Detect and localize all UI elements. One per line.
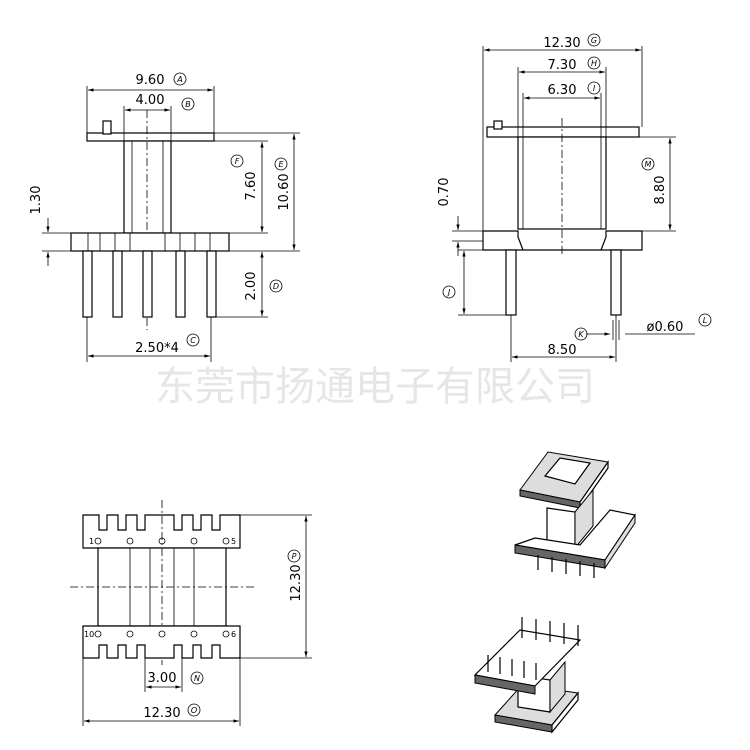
tag-I: I [593, 84, 596, 93]
front-pin-5 [206, 250, 217, 318]
pin-hole-7 [190, 630, 198, 638]
pin-hole-6 [222, 630, 230, 638]
dim-O-label: 12.30 [143, 706, 180, 721]
side-pin-right [610, 249, 622, 316]
dim-H-label: 7.30 [548, 58, 577, 73]
dim-C-label: 2.50*4 [135, 341, 179, 356]
front-pin-nub [102, 120, 112, 135]
pin-hole-5 [222, 537, 230, 545]
bottom-bottom-flange [82, 625, 241, 659]
dim-E-label: 10.60 [277, 173, 292, 210]
tag-N: N [194, 674, 200, 683]
dim-K-label: 8.50 [548, 343, 577, 358]
front-bobbin-core [123, 140, 172, 234]
tag-K: K [578, 330, 584, 339]
front-pin-3 [142, 250, 153, 318]
pin-label-5: 5 [231, 537, 236, 546]
pin-hole-4 [190, 537, 198, 545]
tag-L: L [703, 316, 707, 325]
watermark: 东莞市扬通电子有限公司 [155, 364, 595, 410]
dim-G-label: 12.30 [543, 36, 580, 51]
pin-hole-9 [126, 630, 134, 638]
tag-C: C [190, 336, 196, 345]
tag-P: P [292, 552, 297, 561]
pin-hole-10 [94, 630, 102, 638]
front-pin-4 [175, 250, 186, 318]
bottom-top-flange [82, 514, 241, 549]
dim-B-label: 4.00 [136, 93, 165, 108]
side-pin-nub [493, 120, 503, 130]
bottom-view: 1 5 6 10 12.30 P 3.00 N 12.30 O [70, 500, 312, 726]
pin-label-1: 1 [89, 537, 94, 546]
dim-P-label: 12.30 [289, 564, 304, 601]
front-pin-2 [112, 250, 123, 318]
pin-hole-2 [126, 537, 134, 545]
tag-D: D [273, 282, 279, 291]
dim-N-label: 3.00 [148, 671, 177, 686]
pin-hole-8 [158, 630, 166, 638]
dim-D-label: 2.00 [244, 272, 259, 301]
tag-M: M [645, 160, 652, 169]
side-view: 12.30 G 7.30 H 6.30 I 0.70 8.80 M [437, 33, 712, 362]
side-base [482, 230, 643, 251]
pin-hole-1 [94, 537, 102, 545]
tag-F: F [235, 157, 240, 166]
side-top-flange [486, 126, 640, 138]
front-base [70, 232, 230, 252]
front-view: 9.60 A 4.00 B 1.30 7.60 F 10.60 E 2.00 [29, 72, 300, 362]
iso-view-upright [514, 451, 636, 578]
front-pin-1 [82, 250, 93, 318]
dim-I-label: 6.30 [548, 83, 577, 98]
pin-label-10: 10 [84, 630, 94, 639]
pin-label-6: 6 [231, 630, 236, 639]
dim-M-label: 8.80 [653, 176, 668, 205]
tag-B: B [185, 100, 191, 109]
dim-top-label: 0.70 [437, 178, 452, 207]
dim-flange-label: 1.30 [29, 186, 44, 215]
dim-L-label: ø0.60 [647, 320, 684, 335]
tag-A: A [176, 75, 182, 84]
tag-J: J [446, 288, 451, 297]
dim-F-label: 7.60 [244, 172, 259, 201]
tag-E: E [278, 160, 284, 169]
iso-view-inverted [473, 617, 582, 734]
dim-A-label: 9.60 [136, 73, 165, 88]
tag-H: H [591, 59, 597, 68]
tag-O: O [191, 706, 197, 715]
side-pin-left [505, 249, 517, 316]
pin-hole-3 [158, 537, 166, 545]
tag-G: G [591, 36, 597, 45]
